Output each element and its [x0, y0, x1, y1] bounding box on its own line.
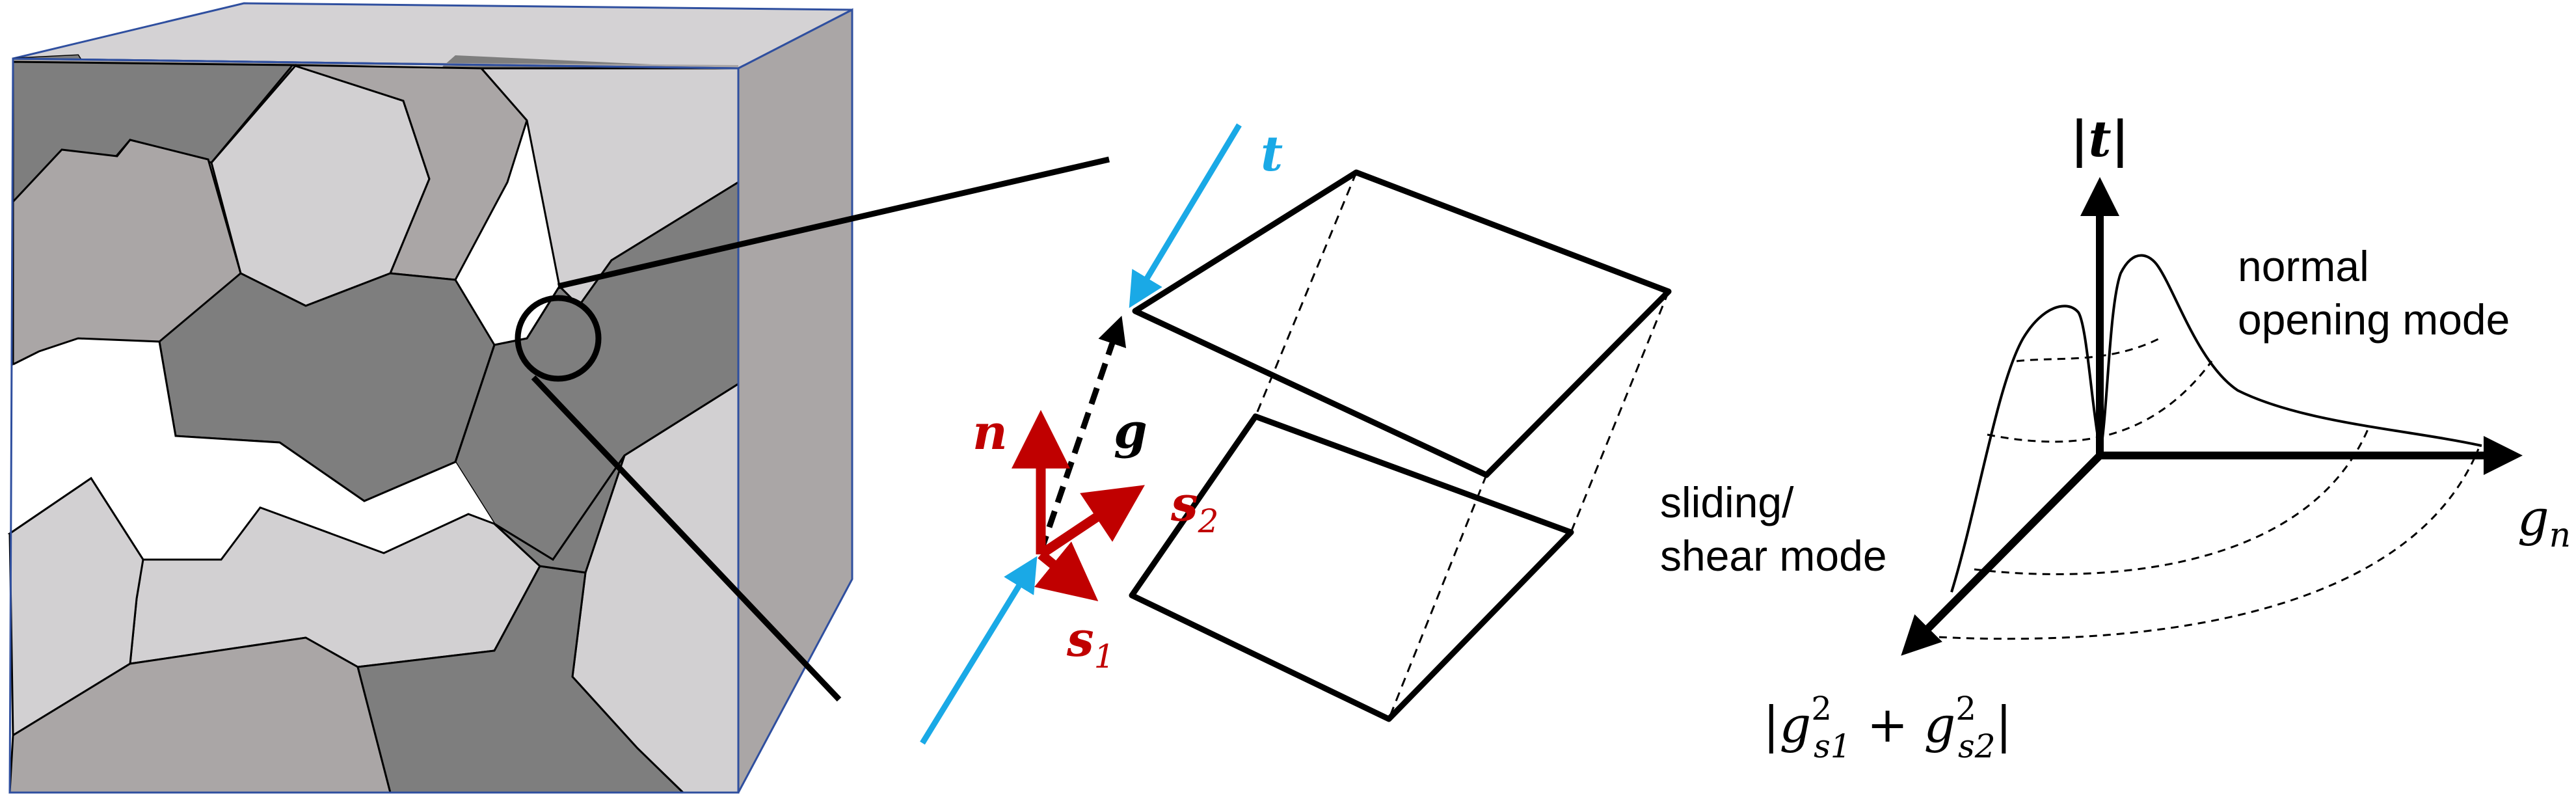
z-label-term1-base: g	[1780, 696, 1812, 753]
normal-opening-curve	[2099, 254, 2482, 456]
traction-arrow-top	[1129, 123, 1242, 308]
z-axis-shear-gap	[1901, 452, 2103, 656]
z-label-term2-sub: s2	[1958, 727, 1995, 765]
normal-mode-line1: normal	[2238, 242, 2369, 290]
shear-mode-line2: shear mode	[1660, 532, 1887, 580]
s1-label: s1	[1066, 612, 1114, 675]
normal-mode-line2: opening mode	[2238, 295, 2510, 344]
z-label-bar-left: |	[1763, 696, 1780, 753]
crack-gap	[13, 338, 494, 547]
s1-label-base: s	[1066, 612, 1094, 668]
traction-arrow-bottom	[920, 556, 1038, 745]
s1-vector	[1034, 541, 1099, 601]
z-label-bar-right: |	[1996, 696, 2013, 753]
y-axis-label: |t|	[2071, 110, 2129, 169]
cube-side-face	[737, 8, 853, 793]
z-label-term2-base: g	[1924, 696, 1956, 753]
normal-label: n	[973, 405, 1008, 461]
zoom-circle	[515, 295, 602, 382]
isoline-3	[1974, 429, 2369, 575]
x-axis-label: gn	[2517, 489, 2571, 555]
s2-label-sub: 2	[1198, 502, 1219, 540]
isoline-4	[1925, 448, 2480, 640]
element-hidden-edge-2	[1570, 291, 1670, 533]
interface-element: t g n s1 s2	[920, 123, 1672, 745]
isoline-2	[1987, 360, 2213, 443]
s2-label-base: s	[1170, 476, 1198, 532]
z-label-term2-sup: 2	[1955, 690, 1976, 727]
microstructure-cube	[7, 2, 1110, 794]
traction-label: t	[1261, 126, 1283, 182]
element-hidden-edge-3	[1388, 474, 1488, 720]
gap-label: g	[1114, 403, 1147, 459]
s1-label-sub: 1	[1094, 638, 1115, 675]
element-bottom-face	[1129, 413, 1574, 722]
grain-k	[493, 455, 626, 574]
x-axis-label-sub: n	[2549, 516, 2571, 555]
cube-top-front-edge	[12, 57, 739, 70]
zoom-line-bottom	[531, 375, 842, 702]
shear-sliding-curve	[1950, 305, 2101, 593]
s2-vector	[1038, 485, 1145, 559]
shear-mode-label: sliding/ shear mode	[1660, 478, 1887, 580]
x-axis-label-base: g	[2517, 489, 2549, 547]
z-label-term1-sup: 2	[1811, 690, 1832, 727]
z-label-term1-sub: s1	[1814, 727, 1851, 765]
element-hidden-edge-1	[1254, 172, 1358, 417]
y-axis-label-text: |t|	[2071, 110, 2129, 169]
cube-top-face	[12, 2, 853, 70]
crack-upper-edge	[12, 286, 561, 502]
z-label-plus: +	[1851, 696, 1924, 753]
isoline-1	[2016, 337, 2160, 362]
shear-mode-line1: sliding/	[1660, 478, 1794, 526]
zoom-line-top	[557, 156, 1110, 290]
gap-vector	[1038, 316, 1127, 553]
normal-mode-label: normal opening mode	[2238, 242, 2510, 344]
s2-label: s2	[1170, 476, 1218, 540]
element-top-face	[1132, 169, 1672, 478]
